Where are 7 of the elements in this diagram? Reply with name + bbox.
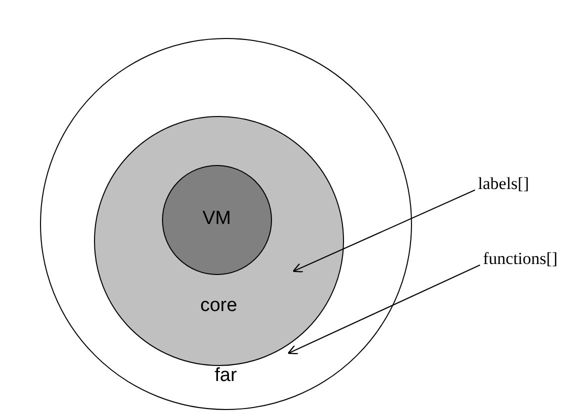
leader-arrow — [288, 264, 480, 354]
callout-label: functions[] — [483, 249, 558, 269]
region-label: VM — [202, 208, 231, 230]
region-label: core — [200, 295, 238, 317]
leader-arrow — [292, 190, 476, 272]
region-label: far — [214, 365, 237, 387]
callout-label: labels[] — [478, 174, 529, 194]
